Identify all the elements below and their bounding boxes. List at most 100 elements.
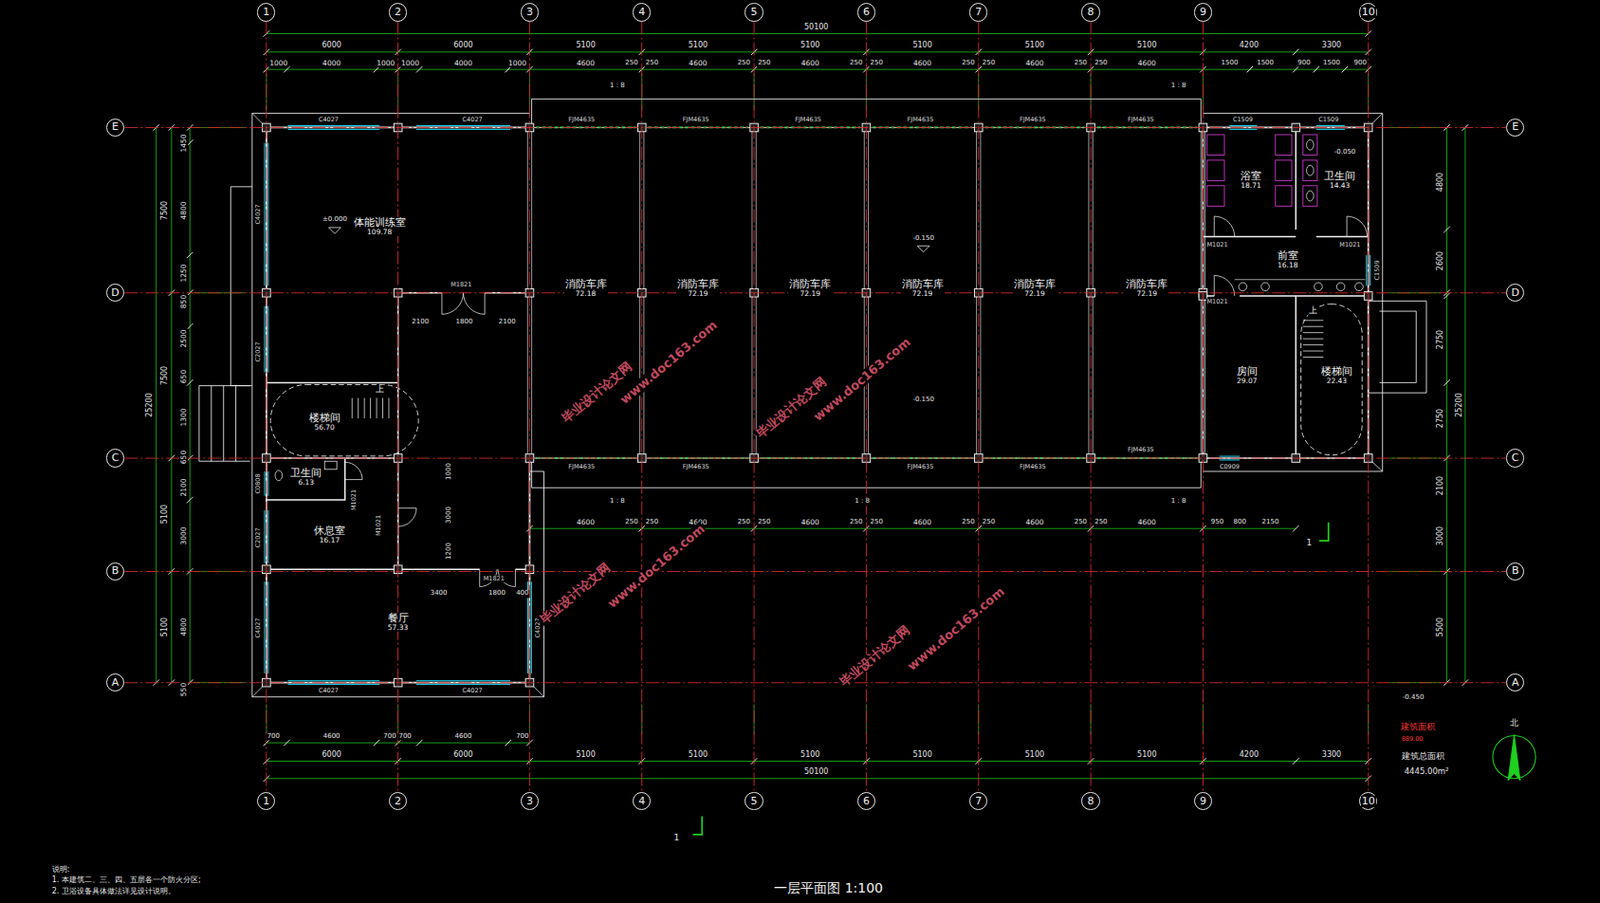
axis-line xyxy=(1367,21,1369,792)
dimension-tick xyxy=(1247,66,1253,73)
shower-stall xyxy=(1207,134,1225,156)
axis-line xyxy=(977,21,979,792)
room-area: 109.78 xyxy=(352,228,407,237)
door-swing xyxy=(1213,216,1235,238)
dimension-text: 50100 xyxy=(803,768,829,776)
dimension-text: 850 xyxy=(180,294,188,310)
window-tag: C4027 xyxy=(461,687,484,695)
room-area: 72.19 xyxy=(788,290,832,298)
dimension-text: 250 xyxy=(869,518,884,526)
room-name: 卫生间 xyxy=(1323,170,1357,183)
axis-number: 8 xyxy=(1086,6,1096,19)
shower-stall xyxy=(1207,185,1225,207)
dimension-text: 1800 xyxy=(487,589,507,597)
window-tag: C1509 xyxy=(1374,259,1381,282)
area-title: 建筑总面积 xyxy=(1400,752,1446,761)
dimension-tick xyxy=(283,66,290,73)
door-tag: M1021 xyxy=(375,514,383,537)
dimension-text: 4600 xyxy=(800,59,821,68)
axis-bubble: 10 xyxy=(1359,2,1378,21)
room-label: 浴室18.71 xyxy=(1239,170,1263,190)
axis-bubble: C xyxy=(1506,448,1525,467)
dimension-line xyxy=(1446,127,1448,682)
dimension-text: 900 xyxy=(1296,59,1311,67)
room-area: 6.13 xyxy=(289,478,323,487)
section-number: 1 xyxy=(672,834,681,844)
room-label: 体能训练室109.78 xyxy=(352,217,407,237)
shower-stall xyxy=(1207,160,1225,182)
axis-bubble: 8 xyxy=(1081,791,1100,810)
door-tag: M1821 xyxy=(449,281,473,289)
dimension-text: 650 xyxy=(180,449,188,465)
sink-symbol xyxy=(324,460,337,470)
dimension-text: 1000 xyxy=(446,461,454,481)
watermark: www.doc163.com xyxy=(810,334,915,424)
stair-outline xyxy=(1301,304,1363,456)
dimension-text: 250 xyxy=(1093,59,1108,67)
shower-stall xyxy=(1303,134,1318,156)
dimension-text: 5100 xyxy=(799,41,821,50)
window-tag: C4027 xyxy=(461,115,484,123)
dimension-text: 5100 xyxy=(574,751,596,759)
dimension-text: 250 xyxy=(624,518,639,526)
door-tag: FJM4635 xyxy=(906,115,936,123)
dimension-text: 4600 xyxy=(1137,59,1158,68)
axis-line xyxy=(124,458,1507,460)
sink-symbol xyxy=(1336,282,1345,292)
dimension-text: 400 xyxy=(514,589,530,597)
axis-bubble: 8 xyxy=(1081,2,1100,21)
dimension-text: 5100 xyxy=(1024,751,1046,759)
dimension-text: 1250 xyxy=(180,263,188,284)
dimension-line xyxy=(170,127,172,682)
drawing-title: 一层平面图 1:100 xyxy=(773,881,883,896)
axis-number: C xyxy=(110,452,121,464)
axis-number: B xyxy=(110,565,121,577)
shower-stall xyxy=(1275,185,1292,207)
slope-text: 1 : 8 xyxy=(608,83,626,91)
door-tag: M1021 xyxy=(1205,241,1229,249)
dimension-text: 250 xyxy=(756,518,772,526)
door-tag: FJM4635 xyxy=(1018,462,1048,470)
toilet-symbol xyxy=(1306,190,1315,202)
dimension-text: 5100 xyxy=(574,41,596,50)
dimension-text: 4600 xyxy=(322,733,342,740)
watermark: www.doc163.com xyxy=(616,317,720,407)
dimension-tick xyxy=(1443,293,1450,299)
axis-number: 10 xyxy=(1360,795,1377,808)
dimension-text: 5100 xyxy=(911,751,933,759)
dimension-text: 5100 xyxy=(1024,41,1046,50)
entrance-steps xyxy=(1368,300,1427,393)
dimension-text: 4800 xyxy=(180,200,188,221)
room-name: 消防车库 xyxy=(564,278,608,291)
dimension-text: 2150 xyxy=(1261,518,1281,526)
shower-stall xyxy=(1275,134,1292,156)
elevation-text: ±0.000 xyxy=(321,217,349,224)
stair-steps xyxy=(351,398,389,420)
dimension-text: 7500 xyxy=(161,199,169,221)
door-tag: M1021 xyxy=(1205,298,1229,306)
axis-number: 7 xyxy=(974,795,983,808)
dimension-text: 700 xyxy=(397,733,412,740)
room-area: 56.70 xyxy=(308,423,342,432)
dimension-tick xyxy=(1313,66,1320,73)
door-tag: M1821 xyxy=(482,575,506,583)
slope-text: 1 : 8 xyxy=(608,498,626,506)
dimension-text: 1500 xyxy=(1322,59,1342,67)
room-label: 卫生间14.43 xyxy=(1323,170,1357,190)
dimension-tick xyxy=(1292,525,1299,532)
dimension-tick xyxy=(416,739,423,746)
room-name: 卫生间 xyxy=(289,467,323,479)
dimension-tick xyxy=(1292,49,1299,56)
axis-line xyxy=(641,21,643,792)
dimension-text: 250 xyxy=(624,59,639,67)
dimension-line xyxy=(1464,127,1466,682)
room-name: 浴室 xyxy=(1239,170,1263,183)
dimension-text: 1200 xyxy=(446,541,454,561)
dimension-text: 2750 xyxy=(1436,329,1445,350)
axis-number: 5 xyxy=(750,6,759,19)
door-tag: FJM4635 xyxy=(681,462,711,470)
room-name: 体能训练室 xyxy=(352,217,407,229)
axis-bubble: 1 xyxy=(257,2,276,21)
sink-symbol xyxy=(1238,282,1248,292)
